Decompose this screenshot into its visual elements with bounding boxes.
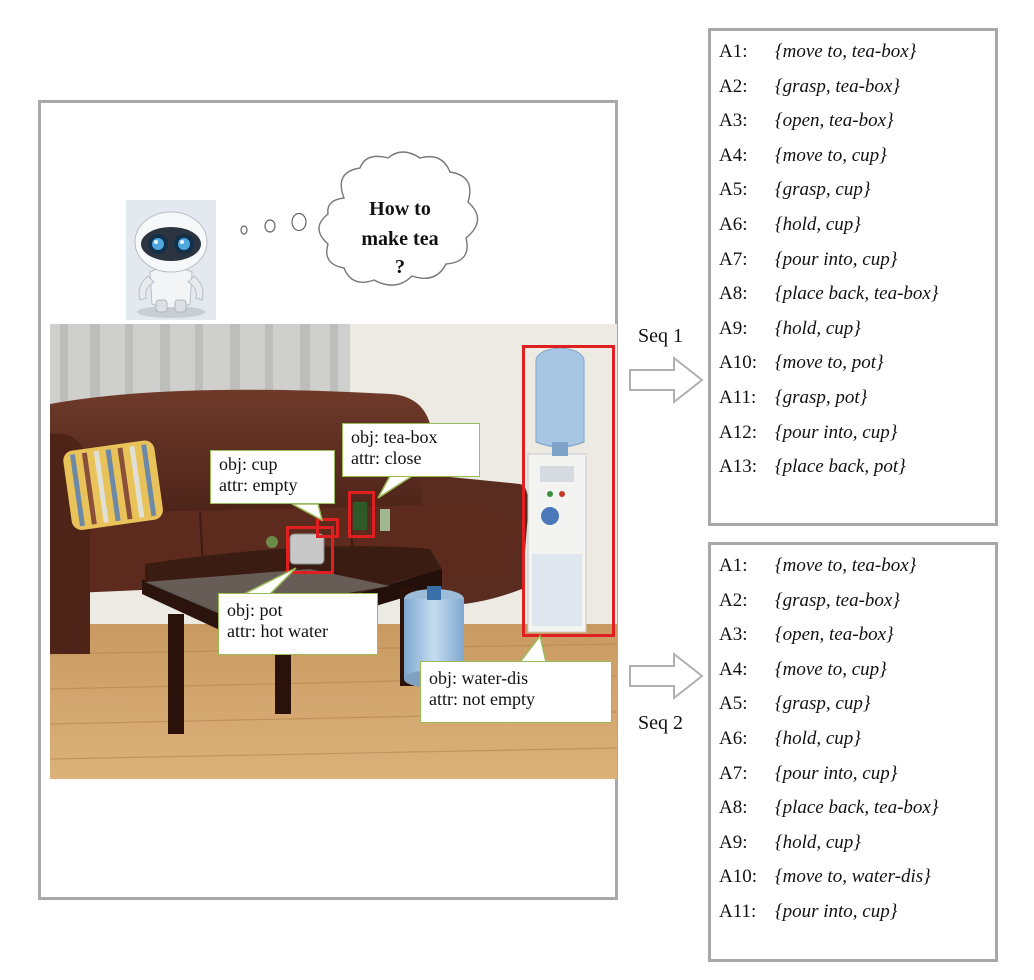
thought-line-2: make tea ? xyxy=(361,228,439,278)
seq-item-id: A9: xyxy=(719,831,748,853)
seq-item-action: {grasp, tea-box} xyxy=(775,589,900,611)
seq-item-id: A6: xyxy=(719,727,748,749)
seq-item-id: A11: xyxy=(719,900,757,922)
callout-cup-obj: obj: cup xyxy=(219,454,278,474)
seq-item-id: A1: xyxy=(719,41,748,62)
seq-item-action: {pour into, cup} xyxy=(775,248,898,270)
seq-item-id: A11: xyxy=(719,386,757,408)
seq1-item: A12: {pour into, cup} xyxy=(719,416,995,451)
seq2-item: A10: {move to, water-dis} xyxy=(719,860,995,895)
seq1-item: A5: {grasp, cup} xyxy=(719,173,995,208)
callout-pot-attr: attr: hot water xyxy=(227,621,328,641)
seq-item-id: A13: xyxy=(719,456,757,478)
seq-item-action: {move to, water-dis} xyxy=(775,866,931,888)
seq-item-id: A4: xyxy=(719,658,748,680)
detection-box-tea-box xyxy=(348,491,375,538)
seq-item-id: A1: xyxy=(719,555,748,576)
seq2-item: A3: {open, tea-box} xyxy=(719,618,995,653)
robot-image xyxy=(126,200,216,320)
seq-item-id: A7: xyxy=(719,762,748,784)
seq-item-id: A10: xyxy=(719,866,757,888)
seq2-label: Seq 2 xyxy=(638,712,683,734)
seq-item-action: {grasp, cup} xyxy=(775,179,871,201)
seq-item-id: A3: xyxy=(719,110,748,132)
seq-item-id: A5: xyxy=(719,693,748,715)
seq2-item: A2: {grasp, tea-box} xyxy=(719,584,995,619)
seq1-item: A4: {move to, cup} xyxy=(719,139,995,174)
seq-item-id: A5: xyxy=(719,179,748,201)
callout-water-dis-attr: attr: not empty xyxy=(429,689,535,709)
seq-item-id: A8: xyxy=(719,797,748,819)
callout-tea-box-obj: obj: tea-box xyxy=(351,427,438,447)
seq2-item: A1: {move to, tea-box} xyxy=(719,549,995,584)
seq-item-action: {move to, tea-box} xyxy=(775,41,917,62)
callout-pot-obj: obj: pot xyxy=(227,600,283,620)
callout-tea-box-attr: attr: close xyxy=(351,448,422,468)
callout-water-dis: obj: water-dis attr: not empty xyxy=(420,661,612,723)
seq-item-action: {pour into, cup} xyxy=(775,762,898,784)
seq-item-id: A9: xyxy=(719,317,748,339)
seq-item-action: {grasp, pot} xyxy=(775,386,868,408)
seq1-item: A7: {pour into, cup} xyxy=(719,243,995,278)
seq-item-action: {hold, cup} xyxy=(775,213,861,235)
seq1-item: A3: {open, tea-box} xyxy=(719,104,995,139)
seq1-item: A10: {move to, pot} xyxy=(719,346,995,381)
callout-cup: obj: cup attr: empty xyxy=(210,450,335,504)
seq-item-action: {move to, cup} xyxy=(775,144,887,166)
seq-item-id: A12: xyxy=(719,421,757,443)
seq1-box: A1: {move to, tea-box} A2: {grasp, tea-box}… xyxy=(708,28,998,526)
callout-tea-box: obj: tea-box attr: close xyxy=(342,423,480,477)
seq1-item: A8: {place back, tea-box} xyxy=(719,277,995,312)
seq2-arrow-icon xyxy=(629,652,704,700)
seq-item-action: {move to, pot} xyxy=(775,352,884,374)
thought-bubble xyxy=(240,151,479,286)
seq-item-action: {pour into, cup} xyxy=(775,421,898,443)
seq2-item: A9: {hold, cup} xyxy=(719,826,995,861)
seq-item-action: {place back, pot} xyxy=(775,456,906,478)
seq-item-id: A7: xyxy=(719,248,748,270)
callout-cup-attr: attr: empty xyxy=(219,475,298,495)
seq1-item: A11: {grasp, pot} xyxy=(719,381,995,416)
seq-item-action: {hold, cup} xyxy=(775,727,861,749)
seq-item-action: {grasp, cup} xyxy=(775,693,871,715)
thought-line-1: How to xyxy=(369,198,431,220)
seq2-item: A6: {hold, cup} xyxy=(719,722,995,757)
seq2-item: A5: {grasp, cup} xyxy=(719,687,995,722)
callout-pot: obj: pot attr: hot water xyxy=(218,593,378,655)
seq-item-id: A8: xyxy=(719,283,748,305)
seq2-item: A11: {pour into, cup} xyxy=(719,895,995,930)
seq-item-action: {move to, cup} xyxy=(775,658,887,680)
seq-item-action: {place back, tea-box} xyxy=(775,797,939,819)
seq-item-action: {open, tea-box} xyxy=(775,624,894,646)
seq2-item: A8: {place back, tea-box} xyxy=(719,791,995,826)
seq2-box: A1: {move to, tea-box} A2: {grasp, tea-box}… xyxy=(708,542,998,962)
seq-item-action: {place back, tea-box} xyxy=(775,283,939,305)
seq-item-id: A2: xyxy=(719,589,748,611)
seq-item-id: A6: xyxy=(719,213,748,235)
seq-item-id: A10: xyxy=(719,352,757,374)
seq1-item: A6: {hold, cup} xyxy=(719,208,995,243)
seq-item-action: {pour into, cup} xyxy=(775,900,898,922)
seq-item-id: A2: xyxy=(719,75,748,97)
detection-box-pot xyxy=(286,526,334,574)
seq1-label: Seq 1 xyxy=(638,325,683,347)
seq1-item: A9: {hold, cup} xyxy=(719,312,995,347)
seq2-item: A4: {move to, cup} xyxy=(719,653,995,688)
seq2-item: A7: {pour into, cup} xyxy=(719,757,995,792)
seq-item-action: {move to, tea-box} xyxy=(775,555,917,576)
seq-item-action: {hold, cup} xyxy=(775,831,861,853)
seq-item-action: {open, tea-box} xyxy=(775,110,894,132)
callout-water-dis-obj: obj: water-dis xyxy=(429,668,529,688)
seq-item-action: {grasp, tea-box} xyxy=(775,75,900,97)
seq1-item: A13: {place back, pot} xyxy=(719,450,995,485)
seq1-item: A1: {move to, tea-box} xyxy=(719,35,995,70)
seq-item-action: {hold, cup} xyxy=(775,317,861,339)
seq-item-id: A4: xyxy=(719,144,748,166)
seq-item-id: A3: xyxy=(719,624,748,646)
seq1-arrow-icon xyxy=(629,356,704,404)
detection-box-water-dis xyxy=(522,345,615,637)
seq1-item: A2: {grasp, tea-box} xyxy=(719,70,995,105)
